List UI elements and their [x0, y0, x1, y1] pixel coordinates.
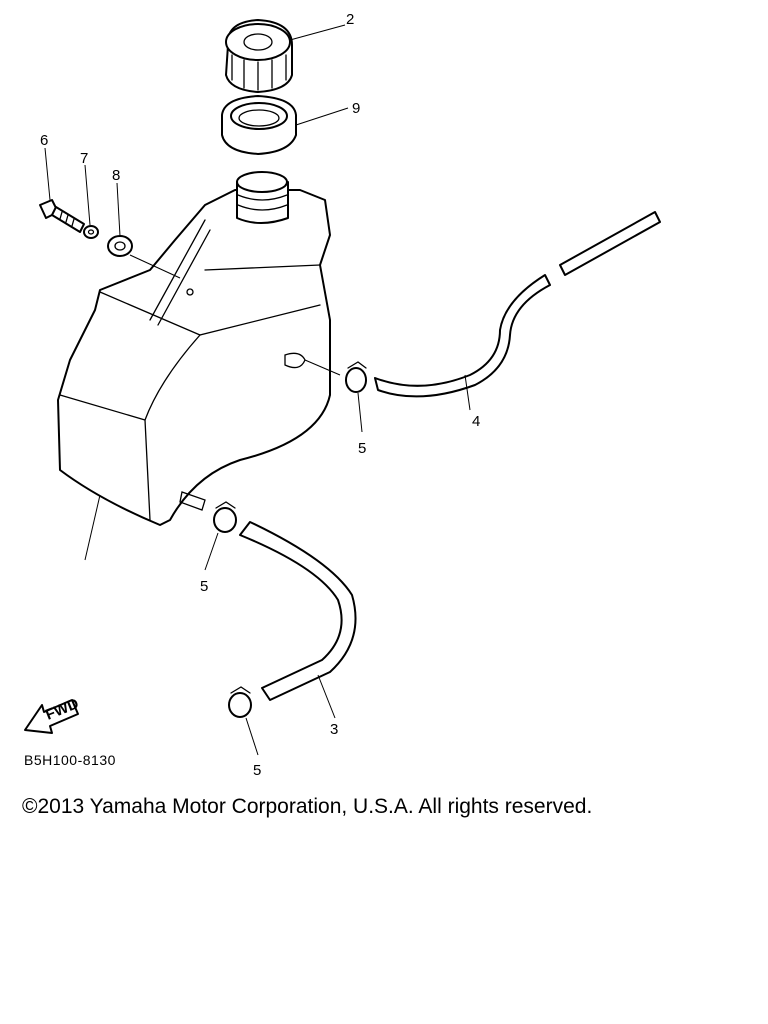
- callout-3: 3: [330, 721, 338, 738]
- callout-8: 8: [112, 167, 120, 184]
- part-hose-clamp-upper[interactable]: [345, 361, 367, 393]
- fuel-tank-exploded-diagram: FWD 2 9 6 7 8 4 5 5 3 5: [24, 11, 661, 779]
- copyright-notice: ©2013 Yamaha Motor Corporation, U.S.A. A…: [22, 795, 593, 818]
- part-gasket-ring[interactable]: [221, 95, 297, 155]
- part-fuel-hose-lower[interactable]: [239, 521, 357, 701]
- part-bolt[interactable]: [39, 199, 85, 233]
- callout-4: 4: [472, 413, 480, 430]
- part-hose-clamp-middle[interactable]: [213, 501, 237, 533]
- part-fuel-tank[interactable]: [57, 171, 331, 526]
- callout-5-middle: 5: [200, 578, 208, 595]
- part-fuel-cap[interactable]: [225, 19, 293, 93]
- part-hose-clamp-lower[interactable]: [228, 686, 252, 718]
- drawing-code: B5H100-8130: [24, 752, 116, 768]
- fwd-arrow-icon: FWD: [24, 695, 81, 734]
- callout-7: 7: [80, 150, 88, 167]
- part-grommet[interactable]: [107, 235, 133, 257]
- callout-2: 2: [346, 11, 354, 28]
- callout-5-upper: 5: [358, 440, 366, 457]
- callout-5-lower: 5: [253, 762, 261, 779]
- callout-9: 9: [352, 100, 360, 117]
- part-washer[interactable]: [83, 225, 99, 239]
- leader-lines: [44, 24, 471, 756]
- part-fuel-hose-upper[interactable]: [374, 211, 661, 398]
- callout-6: 6: [40, 132, 48, 149]
